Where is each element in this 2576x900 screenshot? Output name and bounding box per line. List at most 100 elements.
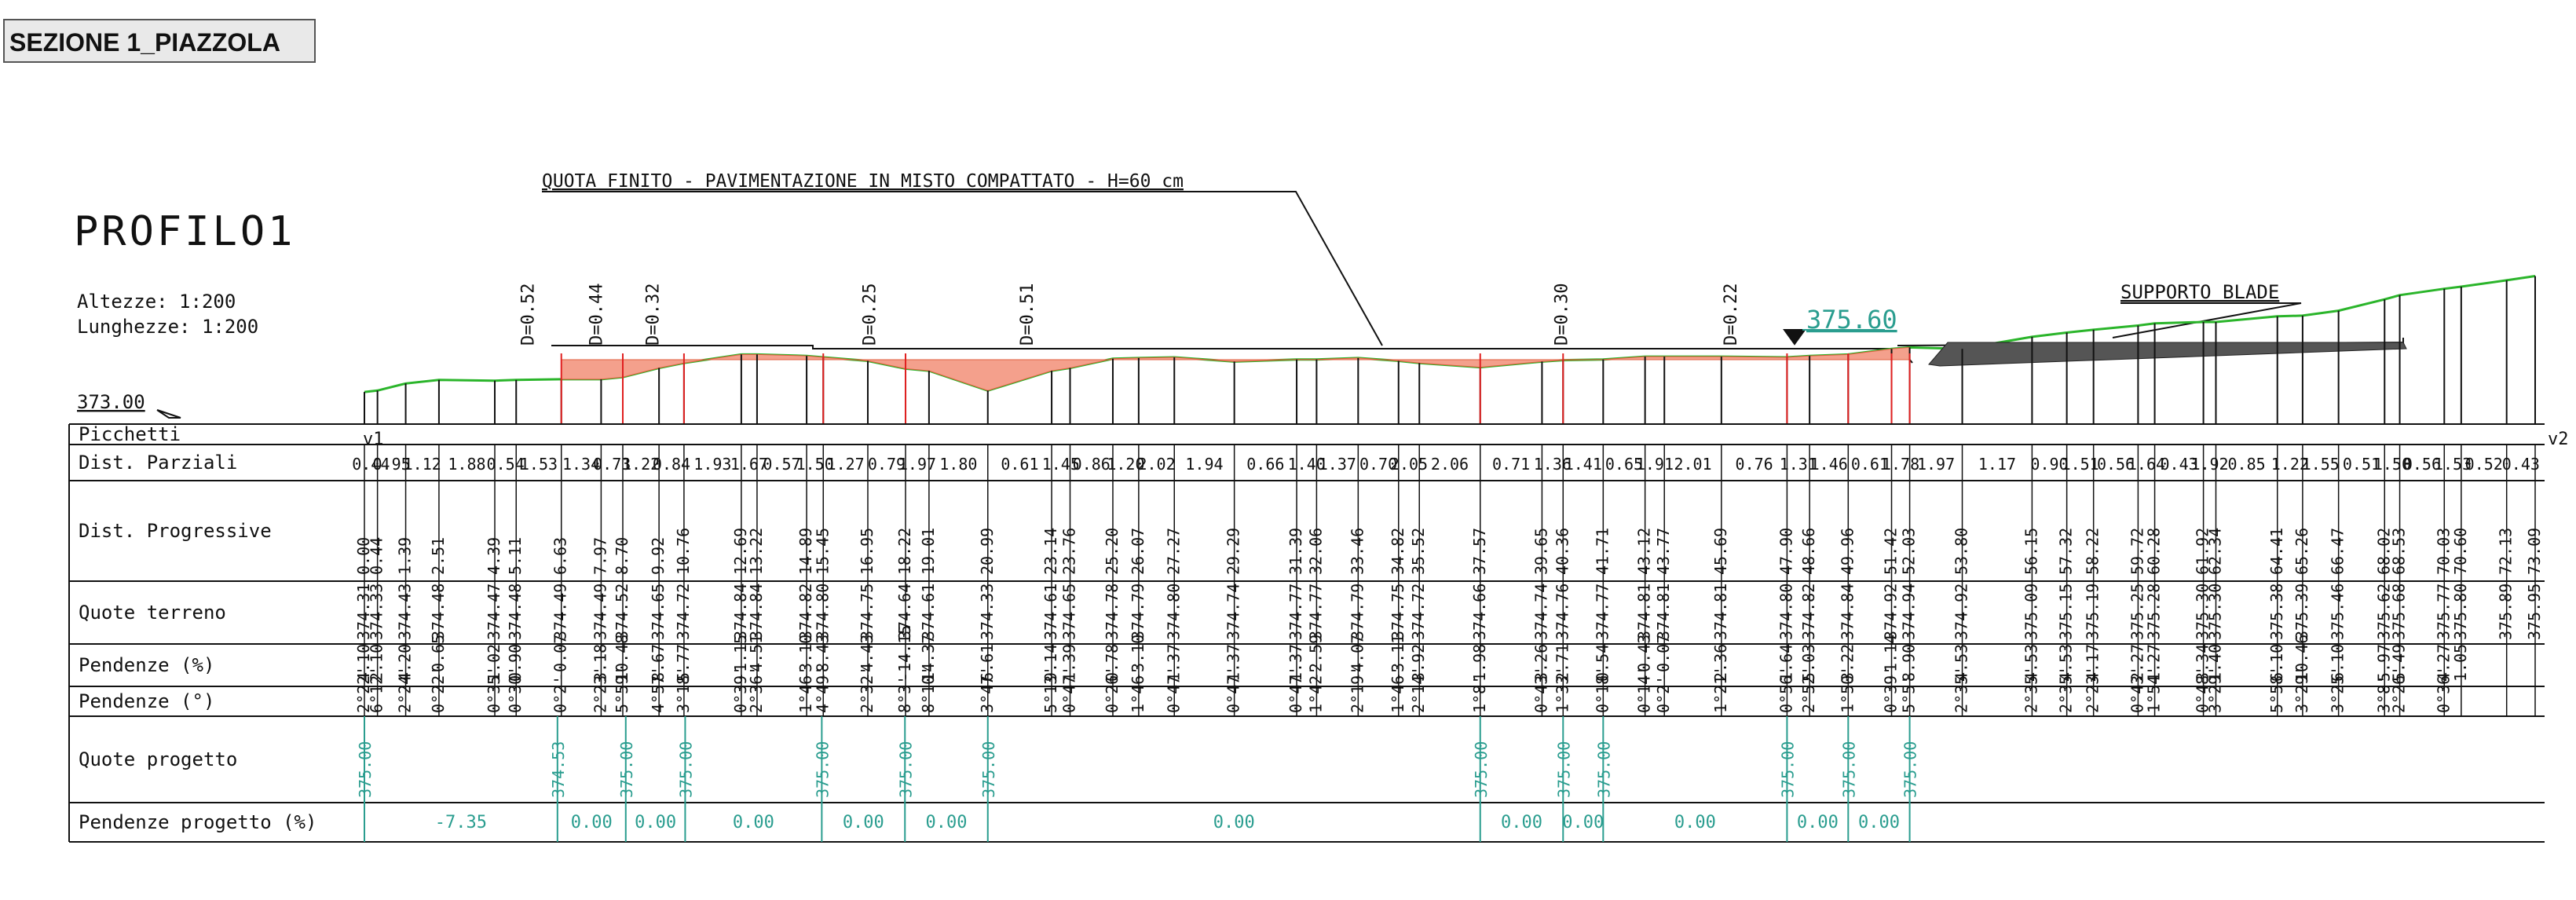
quota-terreno: 374.61	[919, 584, 938, 640]
pendenza-pct: 5.49	[2390, 644, 2409, 682]
dist-parziale: 1.22	[622, 455, 660, 474]
quota-terreno: 374.78	[1103, 584, 1122, 640]
quota-terreno: 374.47	[485, 584, 503, 640]
dist-parziale: 0.61	[1001, 455, 1038, 474]
dist-progressiva: 5.11	[506, 537, 525, 575]
dist-progressiva: 56.15	[2022, 528, 2040, 575]
pendenza-pct: 9.14	[1041, 644, 1060, 682]
dist-parziale: 0.71	[1492, 455, 1530, 474]
quota-terreno: 375.39	[2292, 584, 2311, 640]
dist-parziale: 1.78	[1882, 455, 1919, 474]
dist-parziale: 1.40	[1288, 455, 1326, 474]
pendenza-pct: 1.27	[2145, 644, 2164, 682]
dist-progressiva: 47.90	[1776, 528, 1795, 575]
pendenza-deg: 5°13'	[1041, 666, 1060, 713]
dist-progressiva: 23.76	[1060, 528, 1079, 575]
dist-progressiva: 59.72	[2128, 528, 2146, 575]
quota-terreno: 374.81	[1711, 584, 1730, 640]
pendenza-pct: 2.36	[1711, 644, 1730, 682]
dist-parziale: 1.97	[898, 455, 936, 474]
quota-terreno: 374.74	[1224, 584, 1243, 640]
quota-terreno: 374.79	[1129, 584, 1147, 640]
dist-parziale: 2.06	[1431, 455, 1469, 474]
dist-progressiva: 41.71	[1593, 528, 1612, 575]
d-label: D=0.44	[587, 284, 607, 346]
dist-progressiva: 7.97	[591, 537, 609, 575]
quota-terreno: 374.80	[813, 584, 832, 640]
quota-terreno: 374.94	[1900, 584, 1919, 640]
pendenza-pct: 5.77	[674, 644, 693, 682]
dist-progressiva: 10.76	[674, 528, 693, 575]
pendenza-deg: 2°23'	[2084, 666, 2102, 713]
dist-parziale: 1.50	[796, 455, 834, 474]
pendenza-pct: 10.48	[613, 635, 631, 682]
dist-parziale: 0.76	[1736, 455, 1773, 474]
dist-progressiva: 57.32	[2057, 528, 2076, 575]
dist-progressiva: 2.51	[429, 537, 448, 575]
dist-progressiva: 43.77	[1654, 528, 1673, 575]
start-label: v1	[363, 430, 384, 449]
pendenza-progetto: 0.00	[1674, 813, 1716, 832]
pendenza-deg: 3°29'	[2292, 666, 2311, 713]
pendenza-pct: 3.34	[2194, 644, 2212, 682]
dist-progressiva: 32.06	[1306, 528, 1325, 575]
pendenza-pct: 5.97	[2374, 644, 2393, 682]
dist-progressiva: 26.07	[1129, 528, 1147, 575]
pendenza-pct: 4.27	[2434, 644, 2453, 682]
dist-parziale: 0.54	[487, 455, 525, 474]
d-label: D=0.51	[1018, 284, 1037, 346]
quota-terreno: 375.09	[2022, 584, 2040, 640]
quota-terreno: 374.48	[429, 584, 448, 640]
dist-parziale: 1.97	[1917, 455, 1955, 474]
dist-parziale: 1.91	[1636, 455, 1674, 474]
dist-parziale: 2.01	[1674, 455, 1711, 474]
pendenza-deg: 0°26'	[1103, 666, 1122, 713]
quota-terreno: 374.81	[1635, 584, 1654, 640]
pendenza-pct: -14.15	[895, 625, 914, 682]
dist-parziale: 0.84	[653, 455, 690, 474]
pendenza-deg: 3°25'	[2329, 666, 2347, 713]
dist-parziale: 1.51	[2062, 455, 2099, 474]
pendenza-pct: 1.64	[1776, 644, 1795, 682]
pendenza-deg: 0°47'	[1224, 666, 1243, 713]
pendenza-pct: 2.71	[1553, 644, 1572, 682]
dist-progressiva: 4.39	[485, 537, 503, 575]
pendenza-pct: 0.78	[1103, 644, 1122, 682]
pendenza-pct: -0.43	[1635, 635, 1654, 682]
pendenza-deg: 0°47'	[1060, 666, 1079, 713]
pendenza-pct: 6.10	[2267, 644, 2286, 682]
pendenza-pct: -1.14	[1882, 635, 1901, 682]
pendenza-deg: 2°35'	[2022, 666, 2040, 713]
pendenza-deg: 2°32'	[858, 666, 876, 713]
pendenza-pct: 8.67	[649, 644, 668, 682]
quota-progetto: 375.00	[676, 741, 695, 798]
dist-parziale: 1.34	[562, 455, 600, 474]
pendenza-deg: 0°2'	[1654, 675, 1673, 713]
end-label: v2	[2548, 430, 2569, 449]
dist-parziale: 1.50	[2373, 455, 2411, 474]
pendenza-deg: 5°59'	[613, 666, 631, 713]
row-label: Pendenze (°)	[79, 690, 214, 712]
scale-heights: Altezze: 1:200	[77, 291, 236, 313]
pendenza-deg: 3°18'	[674, 666, 693, 713]
dist-parziale: 1.22	[2271, 455, 2309, 474]
pendenza-pct: -0.65	[429, 635, 448, 682]
dist-progressiva: 43.12	[1635, 528, 1654, 575]
dist-parziale: 1.12	[404, 455, 441, 474]
pendenza-deg: 0°43'	[1531, 666, 1550, 713]
pendenza-deg: 3°29'	[2205, 666, 2224, 713]
quota-terreno: 374.64	[895, 584, 914, 640]
quota-terreno: 374.84	[747, 584, 766, 640]
dist-parziale: 0.85	[2228, 455, 2266, 474]
quota-terreno: 374.49	[551, 584, 570, 640]
dist-progressiva: 13.22	[747, 528, 766, 575]
pendenza-pct: 5.03	[1799, 644, 1818, 682]
dist-progressiva: 53.80	[1952, 528, 1971, 575]
dist-progressiva: 37.57	[1470, 528, 1489, 575]
dist-progressiva: 1.39	[396, 537, 415, 575]
quota-progetto: 375.00	[1554, 741, 1573, 798]
dist-parziale: 2.05	[1390, 455, 1428, 474]
pendenza-pct: -4.51	[747, 635, 766, 682]
quota-progetto: 375.00	[1472, 741, 1491, 798]
